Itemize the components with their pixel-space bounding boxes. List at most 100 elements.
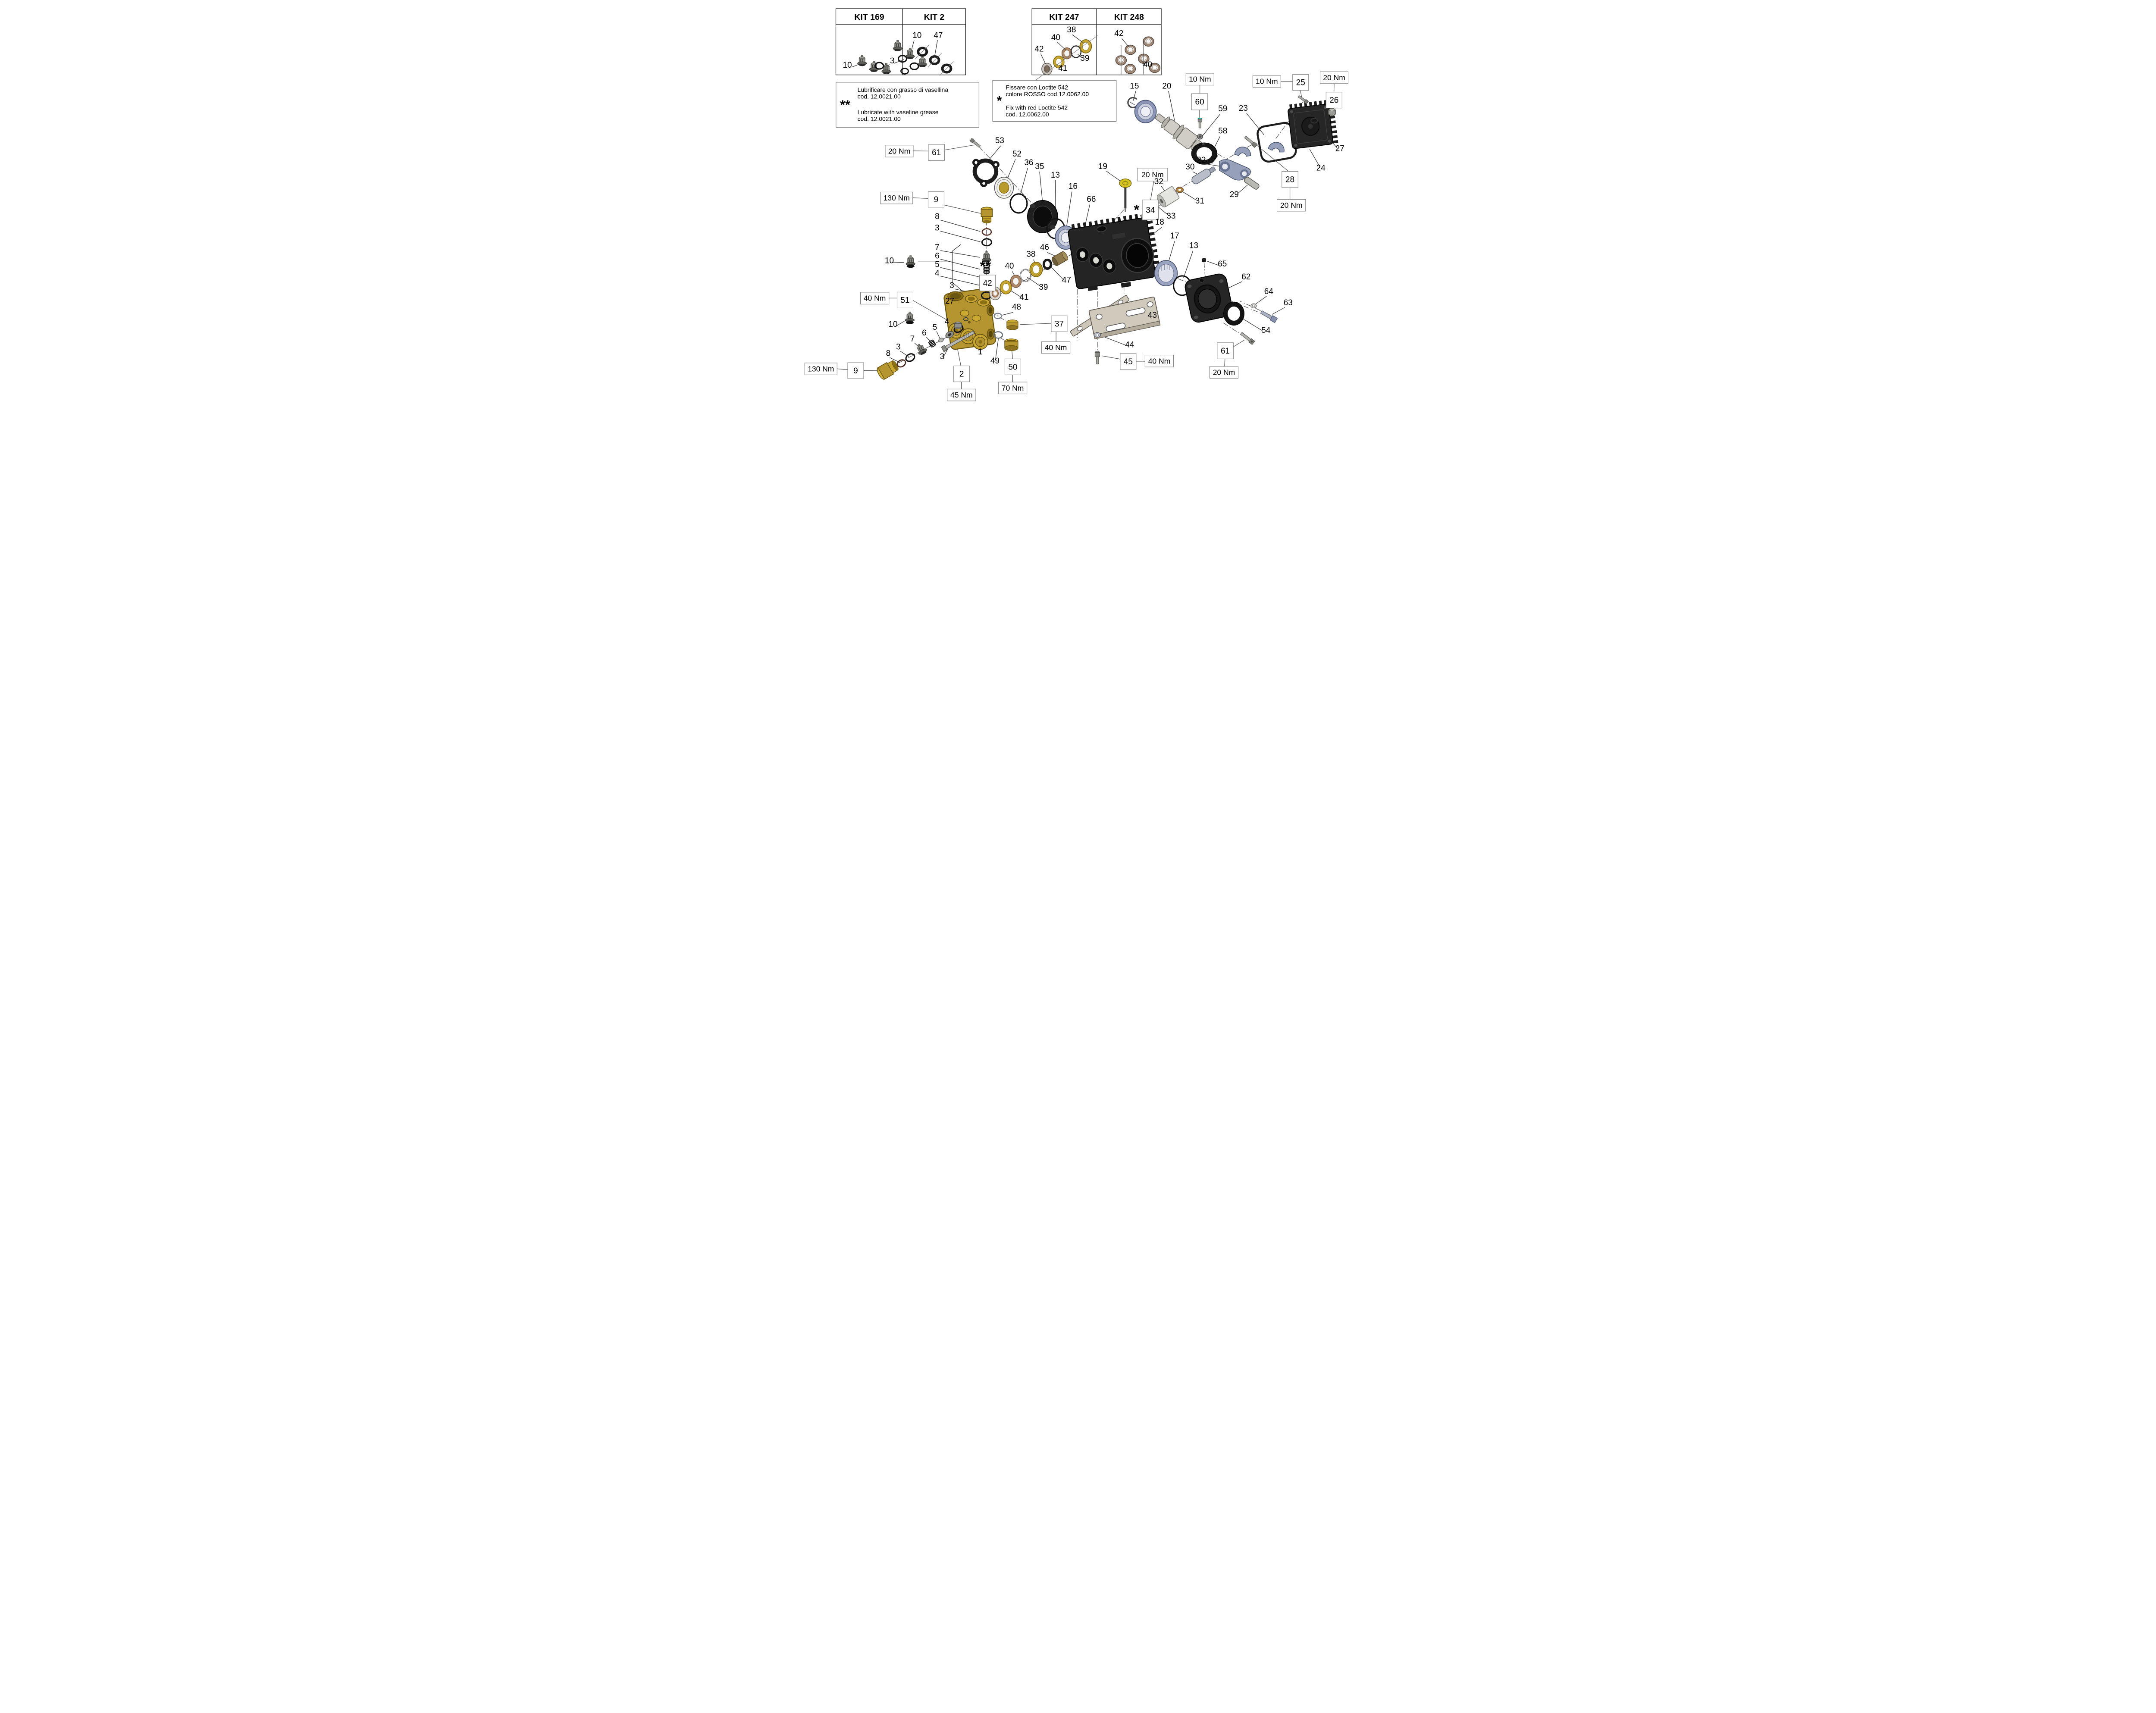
note-loctite-symbol: * [997, 94, 1002, 108]
callout-box [847, 362, 864, 379]
part-number: 61 [932, 148, 941, 157]
leader-line [1020, 168, 1028, 196]
leader-line [892, 262, 904, 263]
torque-value: 40 Nm [864, 294, 886, 303]
kit-248-title: KIT 248 [1114, 13, 1144, 22]
part-callout: 29 [1230, 190, 1239, 199]
o-ring-36 [1009, 193, 1028, 214]
part-callout: 33 [1166, 212, 1175, 221]
part-callout: 39 [1080, 54, 1089, 63]
torque-value: 10 Nm [1189, 75, 1211, 84]
leader-line [926, 337, 932, 343]
boxed-callout: 51 [896, 291, 913, 308]
torque-value: 20 Nm [1323, 73, 1345, 82]
torque-box [1185, 73, 1214, 85]
piston-32 [1156, 186, 1180, 207]
part-callout: 4 [945, 317, 950, 326]
seal-40 [1010, 275, 1022, 288]
torque-box [947, 388, 976, 401]
part-callout: 17 [1170, 232, 1179, 241]
torque-box [804, 363, 837, 375]
leader-line [1168, 241, 1175, 263]
washer-48 [993, 313, 1002, 319]
note-loctite: * Fissare con Loctite 542 colore ROSSO c… [992, 80, 1117, 122]
leader-line [1077, 54, 1083, 59]
axis-line [890, 327, 965, 368]
part-callout: 43 [1148, 311, 1157, 320]
torque-label: 10 Nm [1252, 75, 1281, 88]
leader-line [1255, 296, 1267, 305]
boxed-callout: 45 [1120, 353, 1137, 370]
part-number: 50 [1008, 363, 1017, 372]
torque-label: 20 Nm [885, 145, 914, 157]
note-box [992, 80, 1117, 122]
part-callout: 3 [935, 223, 940, 232]
torque-value: 40 Nm [1148, 357, 1171, 365]
callout-box [928, 191, 944, 208]
torque-value: 40 Nm [1045, 343, 1067, 352]
part-callout: 1 [978, 348, 983, 357]
dipstick-19 [1119, 179, 1132, 212]
boxed-callout: 61 [928, 144, 945, 161]
leader-line [940, 259, 980, 269]
leader-line [1106, 171, 1122, 182]
torque-box [880, 191, 913, 204]
part-callout: 15 [1130, 81, 1139, 91]
bolt-63 [1260, 310, 1278, 323]
callout-box [1217, 342, 1234, 359]
valve-10-top [906, 255, 915, 268]
ball-bearing-15 [1134, 100, 1157, 123]
kit-247-title: KIT 247 [1049, 13, 1079, 22]
leader-line [1237, 185, 1248, 194]
bolt-28 [1244, 135, 1258, 148]
o-ring-icon [909, 62, 919, 70]
nut-60 [1197, 133, 1203, 140]
part-callout: 27 [945, 297, 954, 306]
part-number: 26 [1329, 96, 1338, 105]
spring-6 [983, 265, 990, 274]
torque-box [1277, 199, 1306, 212]
leader-line [1122, 38, 1129, 47]
leader-line [940, 250, 980, 258]
boxed-callout: 9 [847, 362, 864, 379]
boxed-callout: 37 [1051, 315, 1068, 332]
seal-58 [1191, 142, 1217, 165]
bushing-46 [1051, 251, 1068, 266]
part-callout: 6 [922, 329, 927, 338]
leader-line [1202, 114, 1221, 136]
note-symbol: ** [980, 258, 991, 274]
leader-line [1181, 191, 1197, 200]
leader-line [1057, 42, 1066, 51]
part-callout: 27 [1335, 144, 1344, 153]
callout-box [1292, 74, 1309, 91]
mount-bracket-43 [1088, 297, 1161, 339]
part-number: 9 [853, 366, 858, 376]
part-callout: 22 [1197, 156, 1206, 165]
seal-42 [989, 286, 1001, 301]
plug-37 [1006, 319, 1018, 330]
leader-line [1000, 312, 1014, 316]
leader-line [894, 59, 904, 64]
torque-label: 40 Nm [860, 292, 890, 304]
o-ring-8 [981, 228, 992, 236]
callout-box [979, 275, 996, 291]
note-grease-it2: cod. 12.0021.00 [857, 93, 901, 100]
front-cover-62 [1185, 273, 1233, 323]
torque-label: 20 Nm [1209, 366, 1239, 379]
leader-line [1246, 113, 1265, 135]
part-callout: 54 [1261, 326, 1270, 335]
part-callout: 44 [1125, 340, 1134, 349]
screw-61-bottom [1240, 332, 1255, 345]
stud-2 [941, 330, 975, 352]
part-number: 28 [1285, 175, 1294, 185]
o-ring-27b [963, 317, 968, 321]
torque-value: 10 Nm [1256, 77, 1278, 86]
part-callout: 35 [1035, 162, 1044, 171]
cup-seal-icon [1124, 64, 1136, 74]
part-callout: 5 [935, 260, 940, 269]
callout-box [1191, 93, 1208, 110]
note-loctite-en1: Fix with red Loctite 542 [1006, 104, 1068, 111]
o-ring-8b [896, 359, 906, 368]
